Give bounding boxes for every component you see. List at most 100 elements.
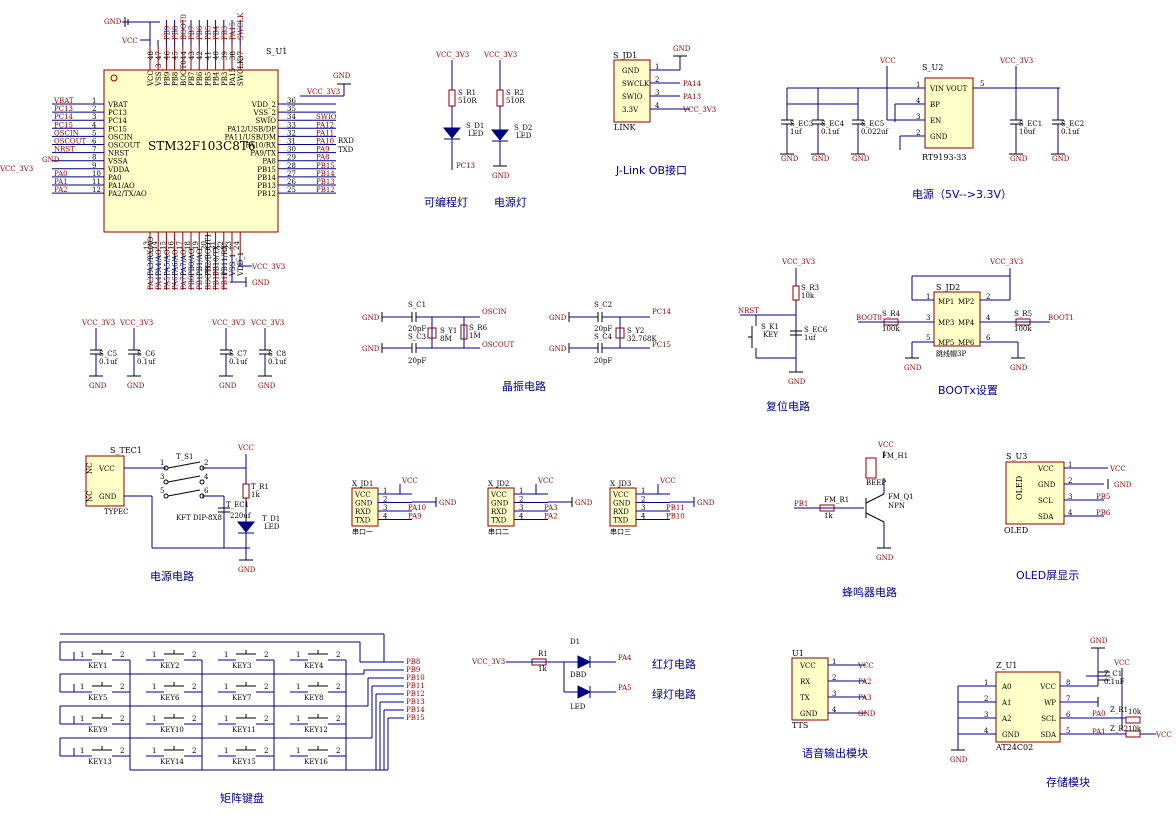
uart-0-num-0: 1 <box>383 487 387 495</box>
reg-cap-gnd-1: GND <box>812 155 830 163</box>
eeprom-right-num-2: 6 <box>1066 711 1071 719</box>
mcu-top-net-4: BOOT0 <box>180 14 188 40</box>
reg-num-3: 2 <box>916 129 920 137</box>
oled-ref: S_U3 <box>1006 452 1027 461</box>
uart-0-num-3: 4 <box>383 513 388 521</box>
mcu-left-num-4: 5 <box>92 129 96 137</box>
eeprom-body <box>995 671 1061 743</box>
jlink-num-1: 2 <box>655 76 659 84</box>
boot-num-4: 5 <box>926 334 930 342</box>
mcu-left-net-11: PA2 <box>54 186 68 194</box>
reg-ref: S_U2 <box>922 63 943 72</box>
uart-0-num-2: 3 <box>383 504 387 512</box>
uart-1-net-2: PA3 <box>544 504 558 512</box>
oled-num-0: 1 <box>1068 461 1072 469</box>
reg-pin-vout: VOUT <box>945 85 968 93</box>
ec6-val: 1uf <box>804 334 817 342</box>
caption-tts: 语音输出模块 <box>802 746 868 760</box>
mcu-top-net-8: PB4 <box>213 25 221 40</box>
keypad-key-pin-a-7: 1 <box>224 683 228 691</box>
tec-name: TYPEC <box>104 508 128 516</box>
mcu-bottom-pins: PA3/RX/AO13PA3PA4/AO14PA4PA5/AO15PA5PA6/… <box>143 232 245 290</box>
d2-ref: S_D2 <box>514 124 532 132</box>
decoup-ref-0: S_C5 <box>99 350 117 358</box>
mcu-left-net-6: NRST <box>54 146 75 154</box>
h1-ref: FM_H1 <box>882 452 908 460</box>
decoup-val-1: 0.1uf <box>137 358 157 366</box>
keypad-key-pin-a-5: 1 <box>80 683 84 691</box>
y2-ref: S_Y2 <box>627 327 644 335</box>
mcu-right-num-8: 28 <box>287 162 296 170</box>
zr1-ref: Z_R1 <box>1110 706 1128 714</box>
decoup-gnd-1: GND <box>127 382 145 390</box>
xtal-gnd4: GND <box>549 345 567 353</box>
mcu-left-pin-0: VBAT <box>107 101 128 109</box>
mcu-bottom-vcc: VCC_3V3 <box>251 263 285 271</box>
keypad-key-label-8: KEY8 <box>304 694 323 702</box>
xtal-net-out: OSCOUT <box>482 341 515 349</box>
mcu-right-num-10: 26 <box>287 178 296 186</box>
oled-body <box>1005 461 1065 525</box>
mcu-top-num-9: 39 <box>221 51 229 60</box>
mcu-right-pin-5: PA10/RX <box>245 142 276 150</box>
top-led-block: VCC_3V3 S_R1 510R S_D1 LED PC13 VCC_3V3 … <box>424 51 532 209</box>
tts-body <box>791 657 829 721</box>
caption-red-led: 红灯电路 <box>652 658 696 671</box>
reg-pin-0: VIN <box>929 85 944 93</box>
rgr1-val: 1k <box>538 665 547 673</box>
mcu-right-net-3: PA12 <box>316 121 334 129</box>
mcu-left-pin-1: PC13 <box>108 109 127 117</box>
boot-ref: S_JD2 <box>936 283 960 292</box>
mcu-left-net-10: PA1 <box>54 178 68 186</box>
mcu-top-net-7: PB5 <box>204 26 212 40</box>
uart-1-pin-2: RXD <box>491 508 507 516</box>
uart-2-pin-2: RXD <box>613 508 629 516</box>
reg-cap-gnd-3: GND <box>1010 155 1028 163</box>
switch-ref: T_S1 <box>176 453 193 461</box>
tr1-val: 1k <box>251 491 260 499</box>
mcu-top-net-3: PB8 <box>172 26 180 40</box>
caption-oled: OLED屏显示 <box>1016 569 1079 582</box>
boot-pin-5: MP6 <box>958 339 975 347</box>
reg-caps: S_EC31ufGNDS_EC40.1ufGNDS_EC50.022ufGNDS… <box>780 88 1084 163</box>
eeprom-net-scl: PA0 <box>1092 710 1106 718</box>
led2-icon <box>490 129 510 141</box>
reset-vcc: VCC_3V3 <box>781 258 815 266</box>
boot-num-5: 6 <box>986 334 991 342</box>
mcu-top-pin-9: PB3 <box>221 72 229 86</box>
mcu-bottom-num-3: 16 <box>168 241 176 250</box>
mcu-left-pins: VBAT1VBATPC132PC13PC143PC14PC154PC15OSCI… <box>52 97 147 198</box>
eeprom-left-num-2: 3 <box>984 711 988 719</box>
mcu-bottom-pin-5: PB0/AO <box>188 248 196 276</box>
uart-0-net-3: PA9 <box>408 513 422 521</box>
uart-0-pin-2: RXD <box>355 508 371 516</box>
led1-icon <box>442 127 462 139</box>
eeprom-right-pin-3: SDA <box>1041 731 1057 739</box>
jlink-num-3: 4 <box>655 102 660 110</box>
caption-green-led: 绿灯电路 <box>652 687 696 701</box>
rgled-block: VCC_3V3 R1 1k D1 DBD PA4 LED PA5 红灯电路 绿灯… <box>471 638 696 711</box>
rgr1-ref: R1 <box>538 650 548 658</box>
decoup-val-2: 0.1uf <box>229 358 249 366</box>
pin1-marker-icon <box>110 74 118 82</box>
mcu-top-pin-11: SWCLK <box>237 58 245 86</box>
boot-net0: BOOT0 <box>856 314 882 322</box>
eeprom-right-pin-0: VCC <box>1039 683 1056 691</box>
mcu-bottom-gnd: GND <box>252 279 270 287</box>
keypad-key-label-14: KEY14 <box>160 758 184 766</box>
keypad-key-label-1: KEY1 <box>88 662 107 670</box>
uart-1-num-2: 3 <box>519 504 523 512</box>
k1-val: KEY <box>763 331 778 339</box>
jlink-pin-3: 3.3V <box>622 106 639 114</box>
mcu-right-num-2: 34 <box>287 113 296 121</box>
q1-val: NPN <box>888 502 905 510</box>
keypad-key-label-2: KEY2 <box>160 662 179 670</box>
mcu-left-vcc: VCC_3V3 <box>0 165 33 173</box>
mcu-bottom-net-5: PB0 <box>188 276 196 290</box>
rgd2-val: LED <box>570 703 586 711</box>
rgd1-ref: D1 <box>570 638 580 646</box>
